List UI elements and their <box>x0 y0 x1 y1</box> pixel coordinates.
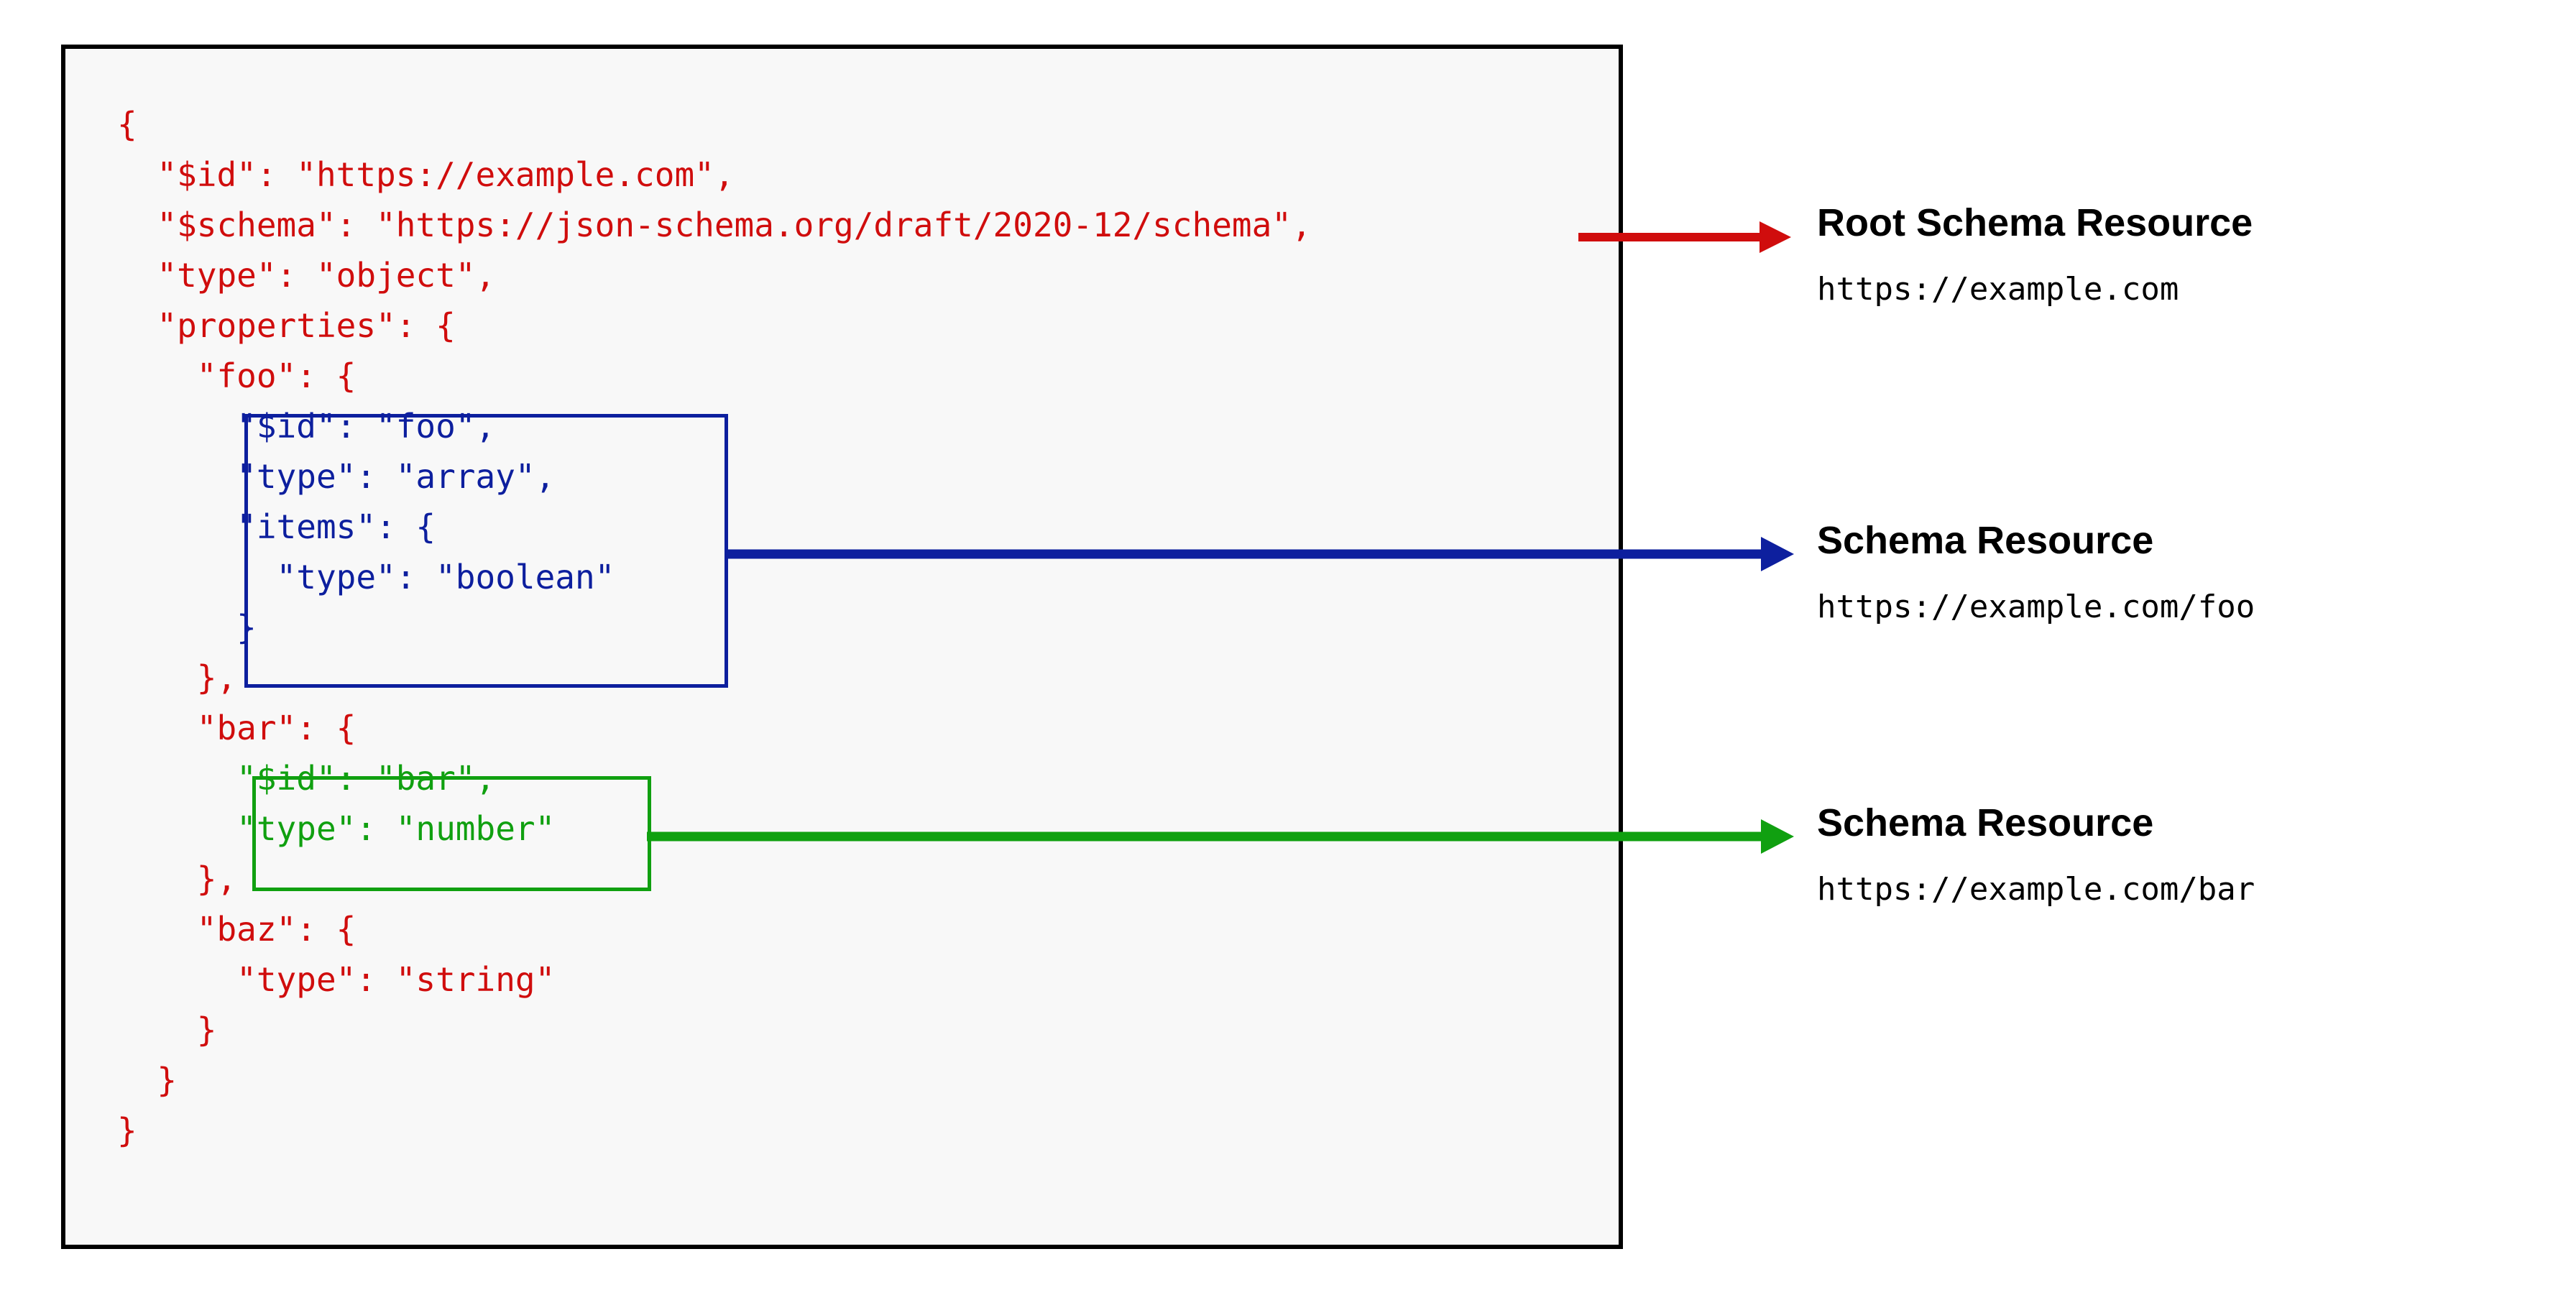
code-line: "baz": { <box>117 910 356 949</box>
code-panel: { "$id": "https://example.com", "$schema… <box>61 45 1623 1249</box>
code-line: "bar": { <box>117 709 356 747</box>
annotation-title: Schema Resource <box>1817 519 2154 562</box>
code-line: } <box>117 1010 217 1049</box>
code-line: }, <box>117 860 237 898</box>
annotation-root-schema-resource: Root Schema Resource https://example.com <box>1817 201 2253 308</box>
code-line: "type": "string" <box>117 960 556 999</box>
code-line: "type": "array", <box>117 457 556 496</box>
code-line: "type": "number" <box>117 809 556 848</box>
code-line: }, <box>117 658 237 697</box>
annotation-url: https://example.com <box>1817 271 2179 308</box>
annotation-url: https://example.com/foo <box>1817 589 2255 625</box>
code-line: { <box>117 105 137 144</box>
code-line: } <box>117 608 257 647</box>
code-line: "type": "boolean" <box>117 558 615 596</box>
arrow-root-schema <box>1578 221 1791 253</box>
annotation-foo-schema-resource: Schema Resource https://example.com/foo <box>1817 519 2255 625</box>
code-line: "items": { <box>117 507 436 546</box>
code-line: "$schema": "https://json-schema.org/draf… <box>117 206 1312 244</box>
code-line: "$id": "foo", <box>117 407 496 446</box>
annotation-title: Root Schema Resource <box>1817 201 2253 244</box>
annotation-bar-schema-resource: Schema Resource https://example.com/bar <box>1817 801 2255 908</box>
arrow-bar-schema <box>647 819 1794 854</box>
code-line: "type": "object", <box>117 256 496 295</box>
arrow-foo-schema <box>724 537 1794 571</box>
code-line: } <box>117 1061 178 1100</box>
code-line: "foo": { <box>117 356 356 395</box>
annotation-url: https://example.com/bar <box>1817 871 2255 908</box>
annotation-title: Schema Resource <box>1817 801 2154 844</box>
code-line: "$id": "bar", <box>117 759 496 798</box>
code-line: "$id": "https://example.com", <box>117 155 735 194</box>
code-line: } <box>117 1111 137 1150</box>
json-schema-code: { "$id": "https://example.com", "$schema… <box>117 99 1312 1156</box>
code-line: "properties": { <box>117 306 456 345</box>
